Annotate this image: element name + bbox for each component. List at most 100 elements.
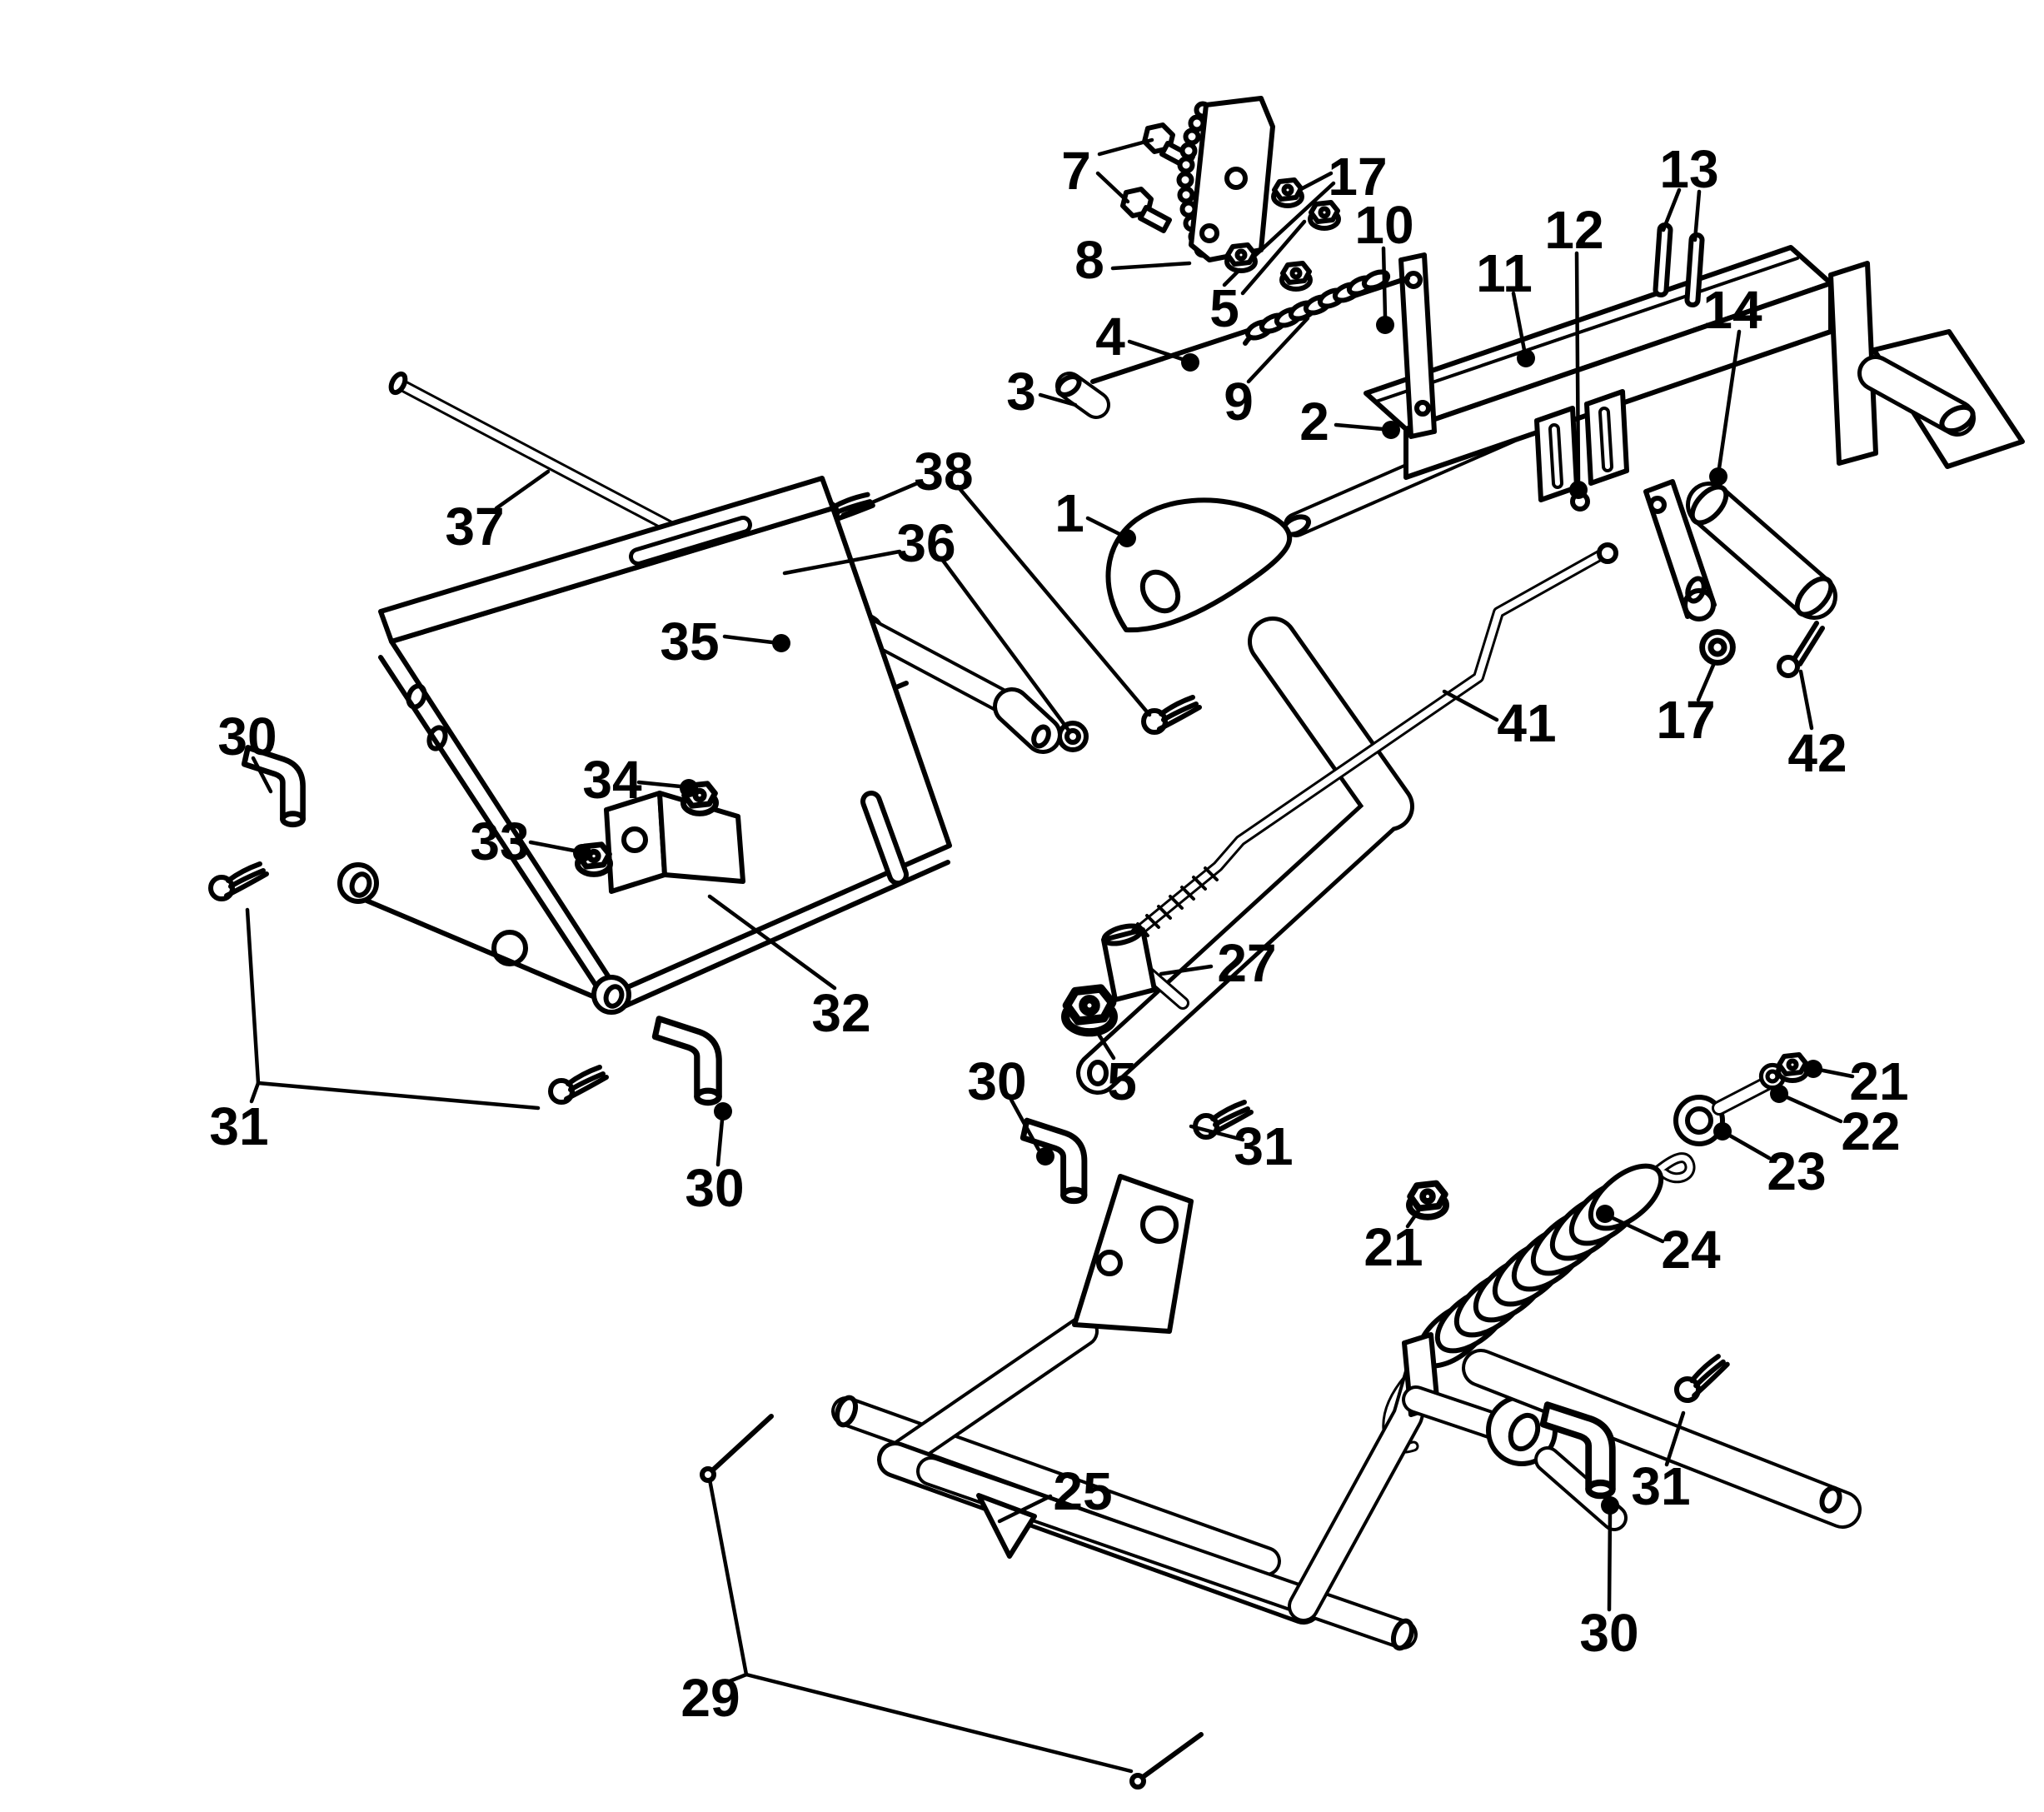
callout-label-30-bottom: 30 [685, 1158, 744, 1218]
leader-line-30-right [1607, 1510, 1613, 1612]
hairpin-31-right [1671, 1355, 1734, 1403]
pin-29b [1129, 1732, 1204, 1790]
lift-frame-25 [831, 1174, 1862, 1651]
leader-line-12 [1574, 251, 1581, 482]
mounting-bracket-32 [337, 476, 952, 1015]
leader-line-27 [1159, 964, 1214, 976]
jpin-30-mid [1023, 1121, 1084, 1201]
swing-arm [1643, 479, 1717, 621]
leader-line-30-bottom [715, 1117, 725, 1167]
callout-label-17-right: 17 [1656, 690, 1715, 750]
callout-label-35: 35 [660, 611, 719, 671]
leader-line-21-right [1817, 1067, 1855, 1079]
lever-beam-11 [1363, 222, 2025, 620]
leader-dot-30-right [1601, 1496, 1619, 1515]
lift-link-rod-41 [1130, 542, 1618, 939]
leader-dot-30-mid [1036, 1147, 1054, 1166]
leader-dot-22 [1770, 1085, 1788, 1103]
leader-dot-11 [1517, 349, 1535, 367]
leader-line-3 [1038, 392, 1078, 407]
leader-line-1 [1085, 516, 1122, 537]
leader-line-42 [1798, 669, 1814, 731]
nut-5-mid [1065, 989, 1114, 1033]
callout-label-24: 24 [1661, 1220, 1721, 1280]
leader-line-31-left [256, 1081, 541, 1111]
nut-21-left [1409, 1184, 1446, 1217]
leader-line-38 [955, 484, 1152, 717]
leader-dot-10 [1376, 316, 1394, 334]
callout-label-30-right: 30 [1579, 1603, 1638, 1663]
callout-label-10: 10 [1354, 195, 1413, 255]
callout-label-13: 13 [1659, 139, 1718, 199]
callout-label-14: 14 [1703, 280, 1762, 340]
leader-line-11 [1511, 291, 1527, 352]
callout-label-29: 29 [681, 1668, 740, 1728]
leader-line-31-mid [1189, 1124, 1245, 1142]
callout-label-5-mid: 5 [1107, 1051, 1137, 1111]
callout-label-30-mid: 30 [967, 1051, 1026, 1111]
spring-9 [1243, 269, 1391, 346]
pin-29a [700, 1414, 774, 1483]
callout-label-8: 8 [1074, 230, 1104, 290]
callout-label-21-right: 21 [1849, 1051, 1908, 1111]
washer-17-right [1703, 632, 1733, 663]
leader-line-9 [1246, 316, 1310, 384]
leader-line-29 [727, 1672, 749, 1684]
leader-line-14 [1717, 329, 1742, 471]
leader-line-31-left [249, 1081, 261, 1104]
hairpin-cotter-38b [1144, 697, 1199, 732]
leader-line-29 [744, 1672, 1134, 1774]
callout-label-37: 37 [445, 497, 504, 557]
frame-top-plate [1072, 1174, 1194, 1334]
leader-line-36 [782, 549, 902, 576]
diagram-artwork [211, 96, 2025, 1790]
nut-21-right [1778, 1055, 1807, 1081]
leader-line-13 [1693, 189, 1702, 242]
callout-label-42: 42 [1787, 723, 1847, 783]
callout-label-9: 9 [1224, 372, 1254, 432]
callout-label-27: 27 [1217, 933, 1276, 993]
leader-dot-2 [1382, 421, 1400, 439]
leader-line-17-right [1696, 661, 1717, 702]
callout-label-1: 1 [1054, 483, 1084, 543]
callout-label-3: 3 [1006, 362, 1036, 422]
washer-36b [1059, 723, 1086, 750]
callout-label-25: 25 [1053, 1461, 1112, 1521]
hairpin-31-bottomleft [551, 1067, 606, 1102]
callout-label-17-top: 17 [1328, 147, 1387, 207]
callout-label-34: 34 [582, 750, 642, 810]
leader-dot-24 [1596, 1205, 1614, 1223]
leader-line-17-top [1297, 171, 1334, 192]
callout-label-31-mid: 31 [1234, 1116, 1293, 1176]
leader-line-31-right [1664, 1410, 1686, 1467]
eyebolt-23 [1673, 1076, 1775, 1146]
nut-17a [1274, 180, 1302, 206]
leader-line-24 [1608, 1215, 1665, 1244]
leader-line-37 [494, 469, 551, 511]
leader-line-13 [1661, 187, 1682, 232]
leader-line-7 [1097, 137, 1154, 157]
frame-wedge-tab [976, 1493, 1037, 1559]
callout-label-11: 11 [1476, 243, 1533, 303]
leader-line-5-top [1240, 219, 1307, 296]
bolt-7b [1120, 187, 1172, 233]
leader-dot-12 [1569, 481, 1588, 499]
jpin-30-bottom [655, 1019, 719, 1103]
hairpin-31-left [211, 864, 267, 899]
leader-dot-23 [1713, 1122, 1732, 1141]
leader-line-30-mid [1009, 1097, 1041, 1152]
callout-label-5-top: 5 [1209, 278, 1239, 338]
trunnion-27 [1101, 923, 1189, 1010]
leader-line-36 [939, 556, 1072, 734]
leader-line-17-top [1246, 181, 1336, 264]
leader-dot-14 [1709, 467, 1727, 486]
callout-label-32: 32 [811, 983, 870, 1043]
left-lift-arm [1076, 616, 1414, 1095]
leader-line-25 [997, 1494, 1053, 1524]
leader-dot-35 [772, 634, 790, 652]
leader-line-10 [1381, 246, 1388, 319]
callout-label-23: 23 [1767, 1141, 1826, 1201]
